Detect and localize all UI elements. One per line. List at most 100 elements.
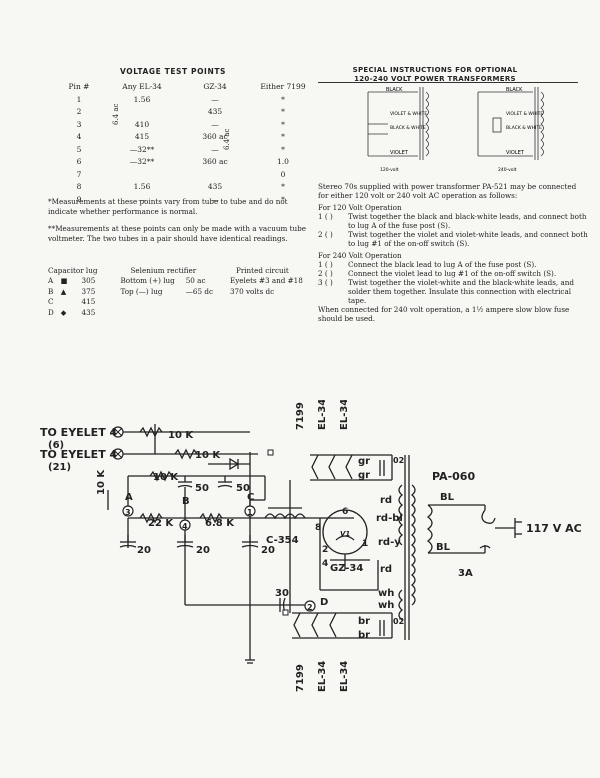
instruction-step: 1 ( )Connect the black lead to lug A of … [318,260,588,269]
voltage-cell: 1.0 [277,157,289,167]
step-number: 2 ( ) [318,230,333,239]
r-10k-a: 10 K [168,430,194,441]
voltage-cell: * [281,182,285,192]
wire-rd-bl: rd-bl [376,513,403,524]
voltage-cell: * [281,94,285,104]
bottom-tube-el34-a: EL-34 [317,661,328,692]
col-gz34: GZ-34 [203,82,227,91]
cap-30: 30 [275,588,289,599]
voltage-cell: 4 [76,132,82,142]
voltage-cell: 5 [76,144,82,154]
capacitor-rect-label [100,297,177,308]
voltage-cell: 1 [76,94,82,104]
label-violet-white-120: VIOLET & WHITE [390,111,427,117]
eyelet2-num: (21) [48,462,71,473]
voltage-cell: 415 [134,132,150,142]
voltage-row: 5 —32** — * [55,143,317,156]
wire-gr-1: gr [358,456,370,467]
voltage-cell: — [211,144,219,154]
voltage-cell: —32** [129,144,155,154]
cap-50a: 50 [195,483,209,494]
diagram-120v: BLACK VIOLET & WHITE BLACK & WHITE VIOLE… [367,87,429,173]
voltage-cell: * [281,144,285,154]
lug-b: B [182,496,190,507]
wire-gr-2: gr [358,470,370,481]
eyelet1-label: TO EYELET 4 [40,426,118,439]
label-violet-120: VIOLET [390,150,409,156]
col-el34: Any EL-34 [122,82,162,91]
voltage-cell: 360 ac [202,157,228,167]
note-2: **Measurements at these points can only … [48,224,306,243]
pin-4: 4 [182,522,188,531]
r-68k: 6.8 K [205,518,235,529]
r-10k-c: 10 K [153,472,179,483]
fuse-label: 3A [458,568,473,579]
capacitor-lug: C [48,297,54,307]
voltage-cell: — [138,194,146,204]
voltage-cell: 360 ac [202,132,228,142]
capacitor-rect-value: 50 ac [185,276,206,286]
label-black-white-120: BLACK & WHITE [390,125,426,131]
intro: Stereo 70s supplied with power transform… [318,182,577,200]
voltage-cell: * [281,119,285,129]
col-7199: Either 7199 [260,82,306,91]
capacitor-symbol: ◆ [60,307,67,317]
voltage-cell: 1.56 [133,182,151,192]
top-tube-el34-b: EL-34 [339,400,350,430]
bottom-tube-7199: 7199 [295,664,306,692]
capacitor-pc: 370 volts dc [229,286,275,296]
voltage-cell: 435 [207,107,223,117]
step-number: 2 ( ) [318,269,333,278]
cap-20b: 20 [196,545,210,556]
power-supply-schematic: TO EYELET 4 (6) TO EYELET 4 (21) 10 K 10… [40,400,582,692]
side-label-right: 6.4 ac [223,128,231,150]
choke-label: C-354 [266,535,299,546]
lug-c: C [247,492,254,503]
wire-br-1: br [358,616,370,627]
special-title: SPECIAL INSTRUCTIONS FOR OPTIONAL 120-24… [330,66,540,83]
label-violet-240: VIOLET [506,150,525,156]
voltage-cell: 7 [76,169,82,179]
voltage-cell: — [211,94,219,104]
step-number: 3 ( ) [318,278,333,287]
instruction-step: 1 ( )Twist together the black and black-… [318,212,588,230]
pin-1: 1 [247,508,253,517]
transformer-wiring-diagrams: BLACK VIOLET & WHITE BLACK & WHITE VIOLE… [318,82,578,173]
capacitor-value: 435 [81,307,96,317]
bl-bottom: BL [436,542,451,553]
instruction-step: 2 ( ) Connect the violet lead to lug #1 o… [318,269,588,278]
note-1: *Measurements at these points vary from … [48,197,288,216]
capacitor-symbol: ■ [60,276,68,286]
voltage-cell: * [281,107,285,117]
top-tube-7199: 7199 [295,402,306,430]
capacitor-rect-value [178,297,216,308]
pin-8: 8 [315,523,321,533]
bottom-pin-02: 02 [393,617,404,626]
voltage-cell: 3 [76,119,82,129]
voltage-row: 9——* [55,193,317,206]
pin-4b: 4 [322,559,328,569]
caption-120: 120-volt [380,167,399,173]
r-10k-side: 10 K [96,469,107,495]
rectifier-tube-label: GZ-34 [330,563,363,574]
transformer-label: PA-060 [432,470,475,483]
pin-2b: 2 [322,545,328,555]
cap-50b: 50 [236,483,250,494]
instruction-step: 3 ( )Twist together the violet-white and… [318,278,588,305]
voltage-cell: * [281,194,285,204]
cap-20c: 20 [261,545,275,556]
capacitor-lug: B [48,286,54,296]
lug-d: D [320,597,328,608]
step-text: Connect the violet lead to lug #1 of the… [348,269,557,278]
capacitor-pc [216,297,306,308]
voltage-cell: * [281,132,285,142]
voltage-cell: — [211,119,219,129]
capacitor-lug: A [48,276,54,286]
voltage-cell: 8 [76,182,82,192]
r-10k-b: 10 K [195,450,221,461]
label-violet-white-240: VIOLET & WHITE [506,111,543,117]
